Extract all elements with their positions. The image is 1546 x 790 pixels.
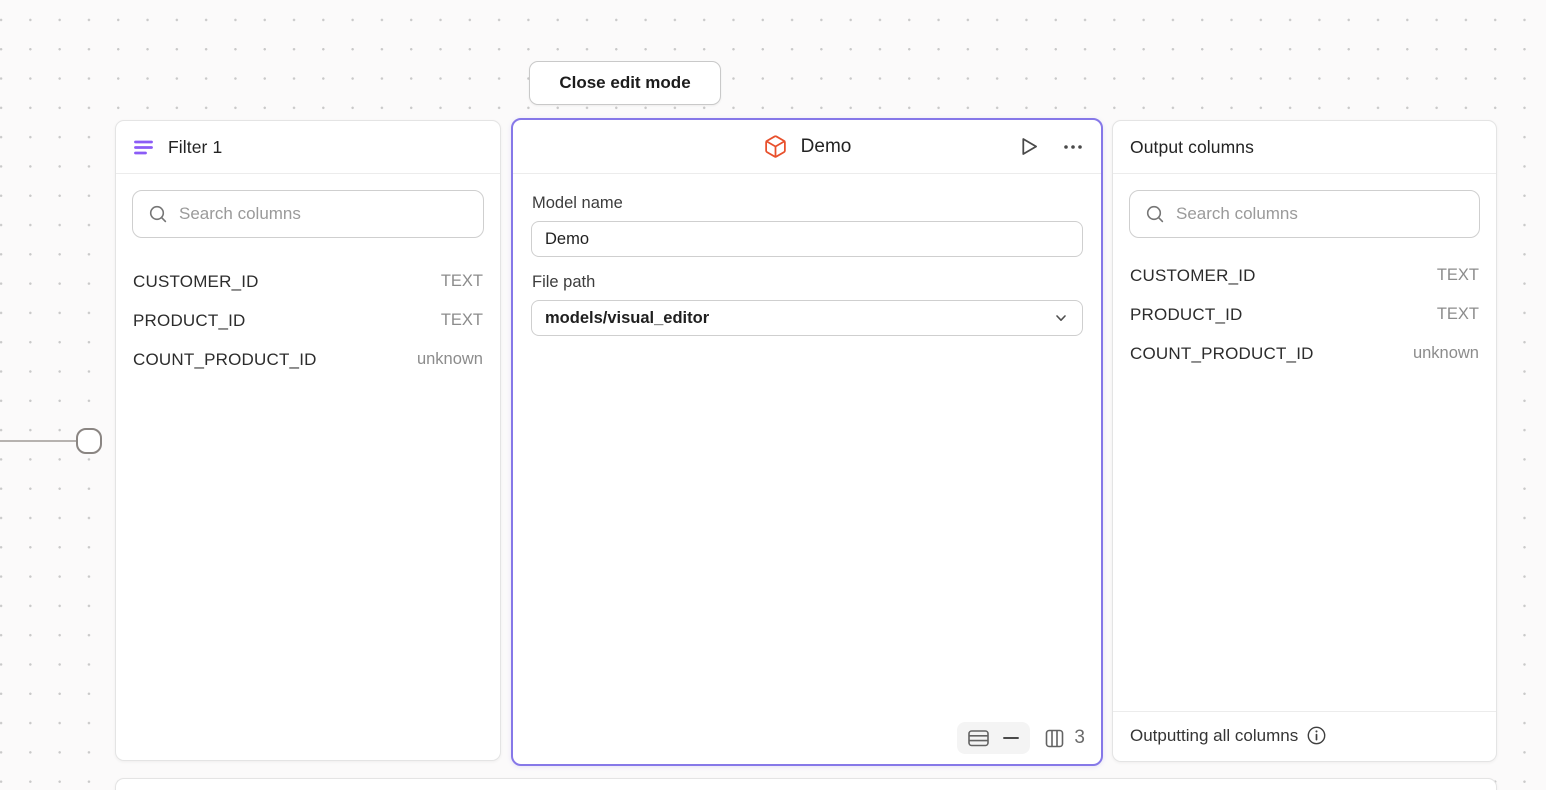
column-type: TEXT bbox=[440, 311, 483, 329]
model-panel-body: Model name File path models/visual_edito… bbox=[513, 174, 1101, 350]
column-name: CUSTOMER_ID bbox=[1130, 265, 1256, 285]
file-path-select[interactable]: models/visual_editor bbox=[531, 300, 1083, 336]
column-type: TEXT bbox=[440, 272, 483, 290]
column-name: COUNT_PRODUCT_ID bbox=[1130, 343, 1314, 363]
ellipsis-icon bbox=[1064, 144, 1082, 149]
column-name: CUSTOMER_ID bbox=[133, 271, 259, 291]
row-count-toggle[interactable] bbox=[957, 722, 1031, 754]
column-row[interactable]: CUSTOMER_ID TEXT bbox=[1130, 256, 1479, 295]
more-options-button[interactable] bbox=[1059, 133, 1087, 161]
bottom-clipped-panel bbox=[115, 778, 1497, 790]
filter-column-list: CUSTOMER_ID TEXT PRODUCT_ID TEXT COUNT_P… bbox=[116, 254, 500, 379]
search-icon bbox=[1146, 205, 1164, 223]
play-icon bbox=[1022, 138, 1037, 155]
info-icon[interactable] bbox=[1306, 725, 1327, 746]
column-row[interactable]: PRODUCT_ID TEXT bbox=[133, 301, 483, 340]
column-name: PRODUCT_ID bbox=[1130, 304, 1243, 324]
columns-icon bbox=[1046, 729, 1064, 747]
model-cube-icon bbox=[763, 134, 788, 159]
model-node-panel: Demo Model name File path models/visual_… bbox=[511, 118, 1103, 766]
column-row[interactable]: CUSTOMER_ID TEXT bbox=[133, 262, 483, 301]
output-search-input[interactable] bbox=[1130, 191, 1479, 237]
run-model-button[interactable] bbox=[1014, 132, 1043, 161]
connector-edge bbox=[0, 440, 78, 442]
rows-icon bbox=[968, 730, 990, 747]
column-row[interactable]: COUNT_PRODUCT_ID unknown bbox=[1130, 334, 1479, 373]
model-panel-title: Demo bbox=[800, 135, 852, 157]
search-icon bbox=[149, 205, 167, 223]
column-type: unknown bbox=[1412, 344, 1479, 362]
column-type: TEXT bbox=[1436, 305, 1479, 323]
file-path-label: File path bbox=[532, 273, 596, 291]
model-panel-footer: 3 bbox=[957, 722, 1087, 754]
filter-node-panel: Filter 1 CUSTOMER_ID TEXT PRODUCT_ID TEX… bbox=[115, 120, 501, 761]
filter-panel-title: Filter 1 bbox=[168, 136, 223, 157]
model-panel-header: Demo bbox=[513, 120, 1101, 174]
model-name-input[interactable] bbox=[531, 221, 1083, 257]
minus-icon bbox=[1003, 737, 1020, 739]
output-footer-text: Outputting all columns bbox=[1130, 725, 1299, 745]
column-row[interactable]: COUNT_PRODUCT_ID unknown bbox=[133, 340, 483, 379]
close-edit-mode-button[interactable]: Close edit mode bbox=[529, 61, 721, 105]
column-name: PRODUCT_ID bbox=[133, 310, 246, 330]
output-panel-header: Output columns bbox=[1113, 121, 1496, 174]
output-search-box bbox=[1129, 190, 1480, 238]
column-count-value: 3 bbox=[1074, 727, 1085, 748]
column-name: COUNT_PRODUCT_ID bbox=[133, 349, 317, 369]
filter-search-box bbox=[132, 190, 484, 238]
output-panel-title: Output columns bbox=[1130, 136, 1254, 157]
chevron-down-icon bbox=[1056, 315, 1066, 321]
file-path-value: models/visual_editor bbox=[545, 308, 710, 327]
output-column-list: CUSTOMER_ID TEXT PRODUCT_ID TEXT COUNT_P… bbox=[1113, 254, 1496, 373]
model-header-actions bbox=[1014, 120, 1087, 173]
column-type: unknown bbox=[416, 350, 483, 368]
output-columns-panel: Output columns CUSTOMER_ID TEXT PRODUCT_… bbox=[1112, 120, 1497, 762]
filter-icon bbox=[133, 137, 154, 158]
column-type: TEXT bbox=[1436, 266, 1479, 284]
filter-search-input[interactable] bbox=[133, 191, 483, 237]
column-count-indicator[interactable]: 3 bbox=[1042, 725, 1087, 751]
connector-handle[interactable] bbox=[76, 428, 102, 454]
column-row[interactable]: PRODUCT_ID TEXT bbox=[1130, 295, 1479, 334]
output-panel-footer: Outputting all columns bbox=[1113, 711, 1496, 761]
filter-panel-header: Filter 1 bbox=[116, 121, 500, 174]
model-name-label: Model name bbox=[532, 194, 623, 212]
